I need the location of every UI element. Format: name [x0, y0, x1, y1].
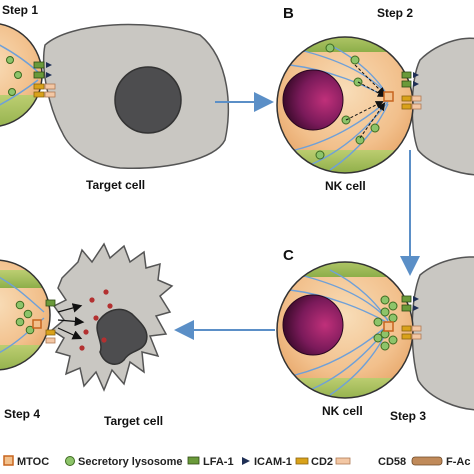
target-cell-step3 [411, 256, 474, 411]
panel-letter-c: C [283, 247, 294, 264]
cd2-receptor [33, 83, 45, 90]
panel-letter-b: B [283, 5, 294, 22]
target-nucleus-step4 [96, 308, 148, 365]
lfa1-receptor [33, 61, 45, 69]
nk-cell-step4 [0, 259, 51, 371]
cd58-receptor [411, 325, 422, 332]
cd58-receptor [45, 337, 56, 344]
lfa1-receptor [401, 71, 412, 79]
panel-step1: Step 1 Target cell [0, 3, 230, 192]
nk-cell-label-step3: NK cell [322, 404, 363, 418]
granule-release-arrows [57, 303, 85, 340]
cd2-receptor [33, 91, 45, 98]
icam1-receptor [46, 62, 52, 68]
cd2-receptor [401, 95, 412, 102]
step1-label: Step 1 [2, 3, 38, 17]
nk-nucleus-step2 [282, 69, 344, 131]
step3-label: Step 3 [390, 409, 426, 423]
legend-factin: F-Ac [446, 456, 470, 468]
cd58-receptor [44, 91, 56, 98]
panel-step4: Step 4 Target cell [0, 242, 174, 428]
icam1-receptor [413, 296, 419, 302]
mtoc [383, 321, 394, 332]
nk-cell-label-step2: NK cell [325, 179, 366, 193]
legend-lfa1: LFA-1 [203, 456, 234, 468]
step4-label: Step 4 [4, 407, 40, 421]
cd58-receptor [411, 333, 422, 340]
lysosome-legend-icon [65, 456, 75, 466]
factin-legend-icon [411, 456, 443, 466]
icam1-legend-icon [242, 457, 250, 465]
legend-cd2: CD2 [311, 456, 333, 468]
cd2-receptor [401, 103, 412, 110]
panel-step3: C NK cell Step 3 [276, 247, 474, 423]
target-cell-step2 [411, 37, 474, 176]
legend: MTOC Secretory lysosome LFA-1 ICAM-1 CD2… [3, 455, 470, 468]
lfa1-legend-icon [187, 456, 200, 465]
lfa1-receptor [401, 295, 412, 303]
lfa1-receptor [33, 71, 45, 79]
cd58-receptor [411, 95, 422, 102]
icam1-receptor [413, 81, 419, 87]
cd58-receptor [411, 103, 422, 110]
mtoc [383, 91, 394, 102]
lysosome-traffic-arrows [345, 64, 386, 139]
legend-cd58: CD58 [378, 456, 406, 468]
target-cell-label-step4: Target cell [104, 414, 163, 428]
lfa1-receptor [45, 299, 56, 307]
nk-nucleus-step3 [282, 294, 344, 356]
step2-label: Step 2 [377, 6, 413, 20]
target-nucleus-step1 [114, 66, 182, 134]
cd58-legend-icon [335, 457, 351, 465]
icam1-receptor [413, 305, 419, 311]
legend-lysosome: Secretory lysosome [78, 456, 183, 468]
cd58-receptor [44, 83, 56, 90]
panel-step2: B Step 2 NK cell [276, 5, 474, 193]
cd2-receptor [401, 333, 412, 340]
lfa1-receptor [401, 80, 412, 88]
released-granules [79, 289, 113, 351]
mtoc-legend-icon [3, 455, 14, 466]
cd2-receptor [401, 325, 412, 332]
legend-mtoc: MTOC [17, 456, 49, 468]
cd2-receptor [45, 329, 56, 336]
cd2-legend-icon [295, 457, 309, 465]
icam1-receptor [413, 72, 419, 78]
target-cell-label-step1: Target cell [86, 178, 145, 192]
mtoc [32, 319, 42, 329]
icam1-receptor [46, 72, 52, 78]
legend-icam1: ICAM-1 [254, 456, 292, 468]
lfa1-receptor [401, 304, 412, 312]
